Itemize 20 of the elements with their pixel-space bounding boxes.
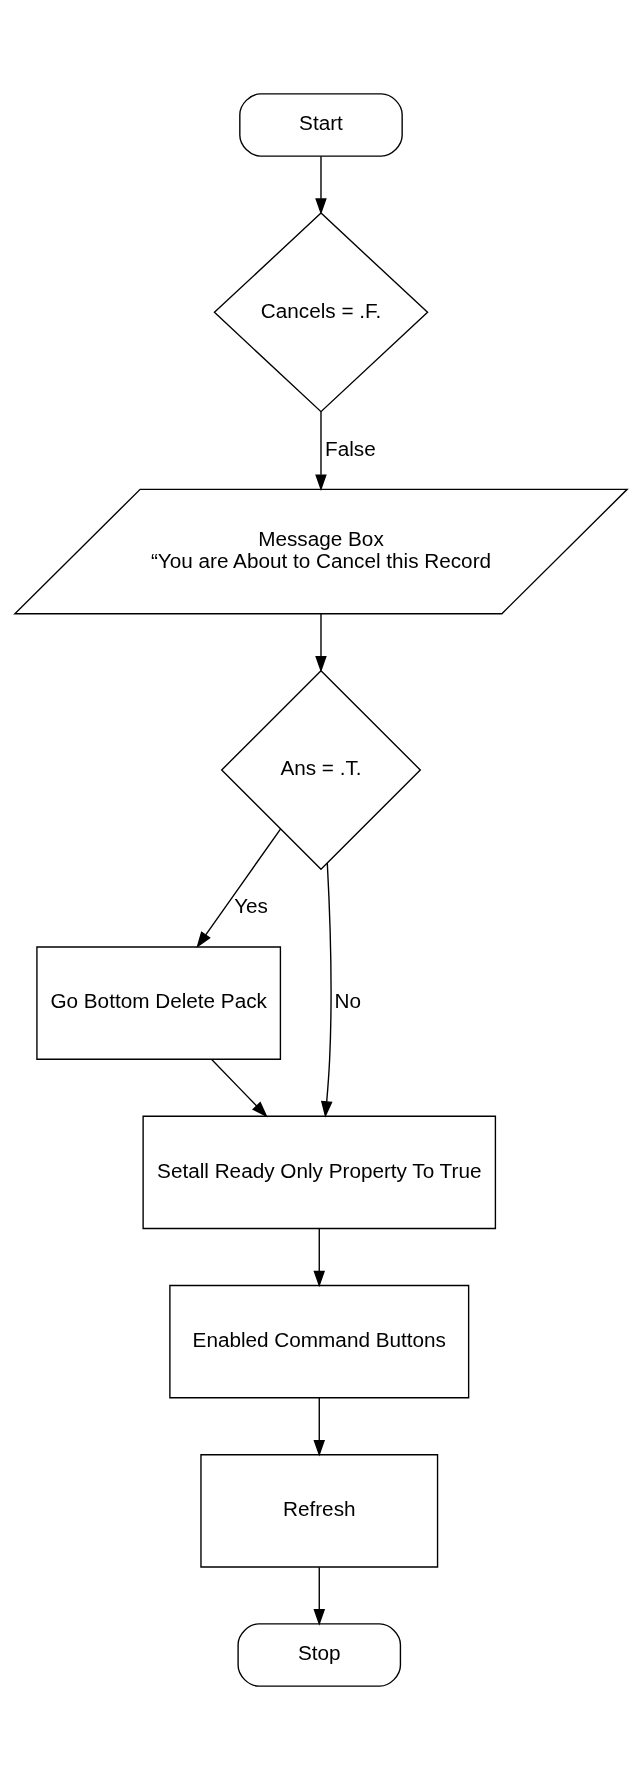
arrow <box>196 827 282 948</box>
arrow <box>313 1566 326 1626</box>
node-diamond: Ans = .T. <box>220 669 422 870</box>
arrow <box>320 861 333 1118</box>
edge-label: Yes <box>234 893 268 917</box>
node-box: Start <box>239 92 403 157</box>
arrow <box>211 1058 268 1117</box>
node-box: Enabled Command Buttons <box>169 1284 470 1398</box>
node-box: Stop <box>237 1622 402 1687</box>
edge-label: False <box>325 436 376 460</box>
arrow <box>315 155 327 215</box>
node-diamond: Cancels = .F. <box>213 211 429 413</box>
node-box: Setall Ready Only Property To True <box>142 1115 497 1229</box>
node-box: Refresh <box>200 1453 439 1568</box>
arrow <box>313 1227 326 1287</box>
arrow <box>313 1396 326 1456</box>
arrow <box>315 410 327 491</box>
node-box: Go Bottom Delete Pack <box>36 945 282 1060</box>
edge-label: No <box>334 988 362 1012</box>
arrow <box>315 612 327 672</box>
